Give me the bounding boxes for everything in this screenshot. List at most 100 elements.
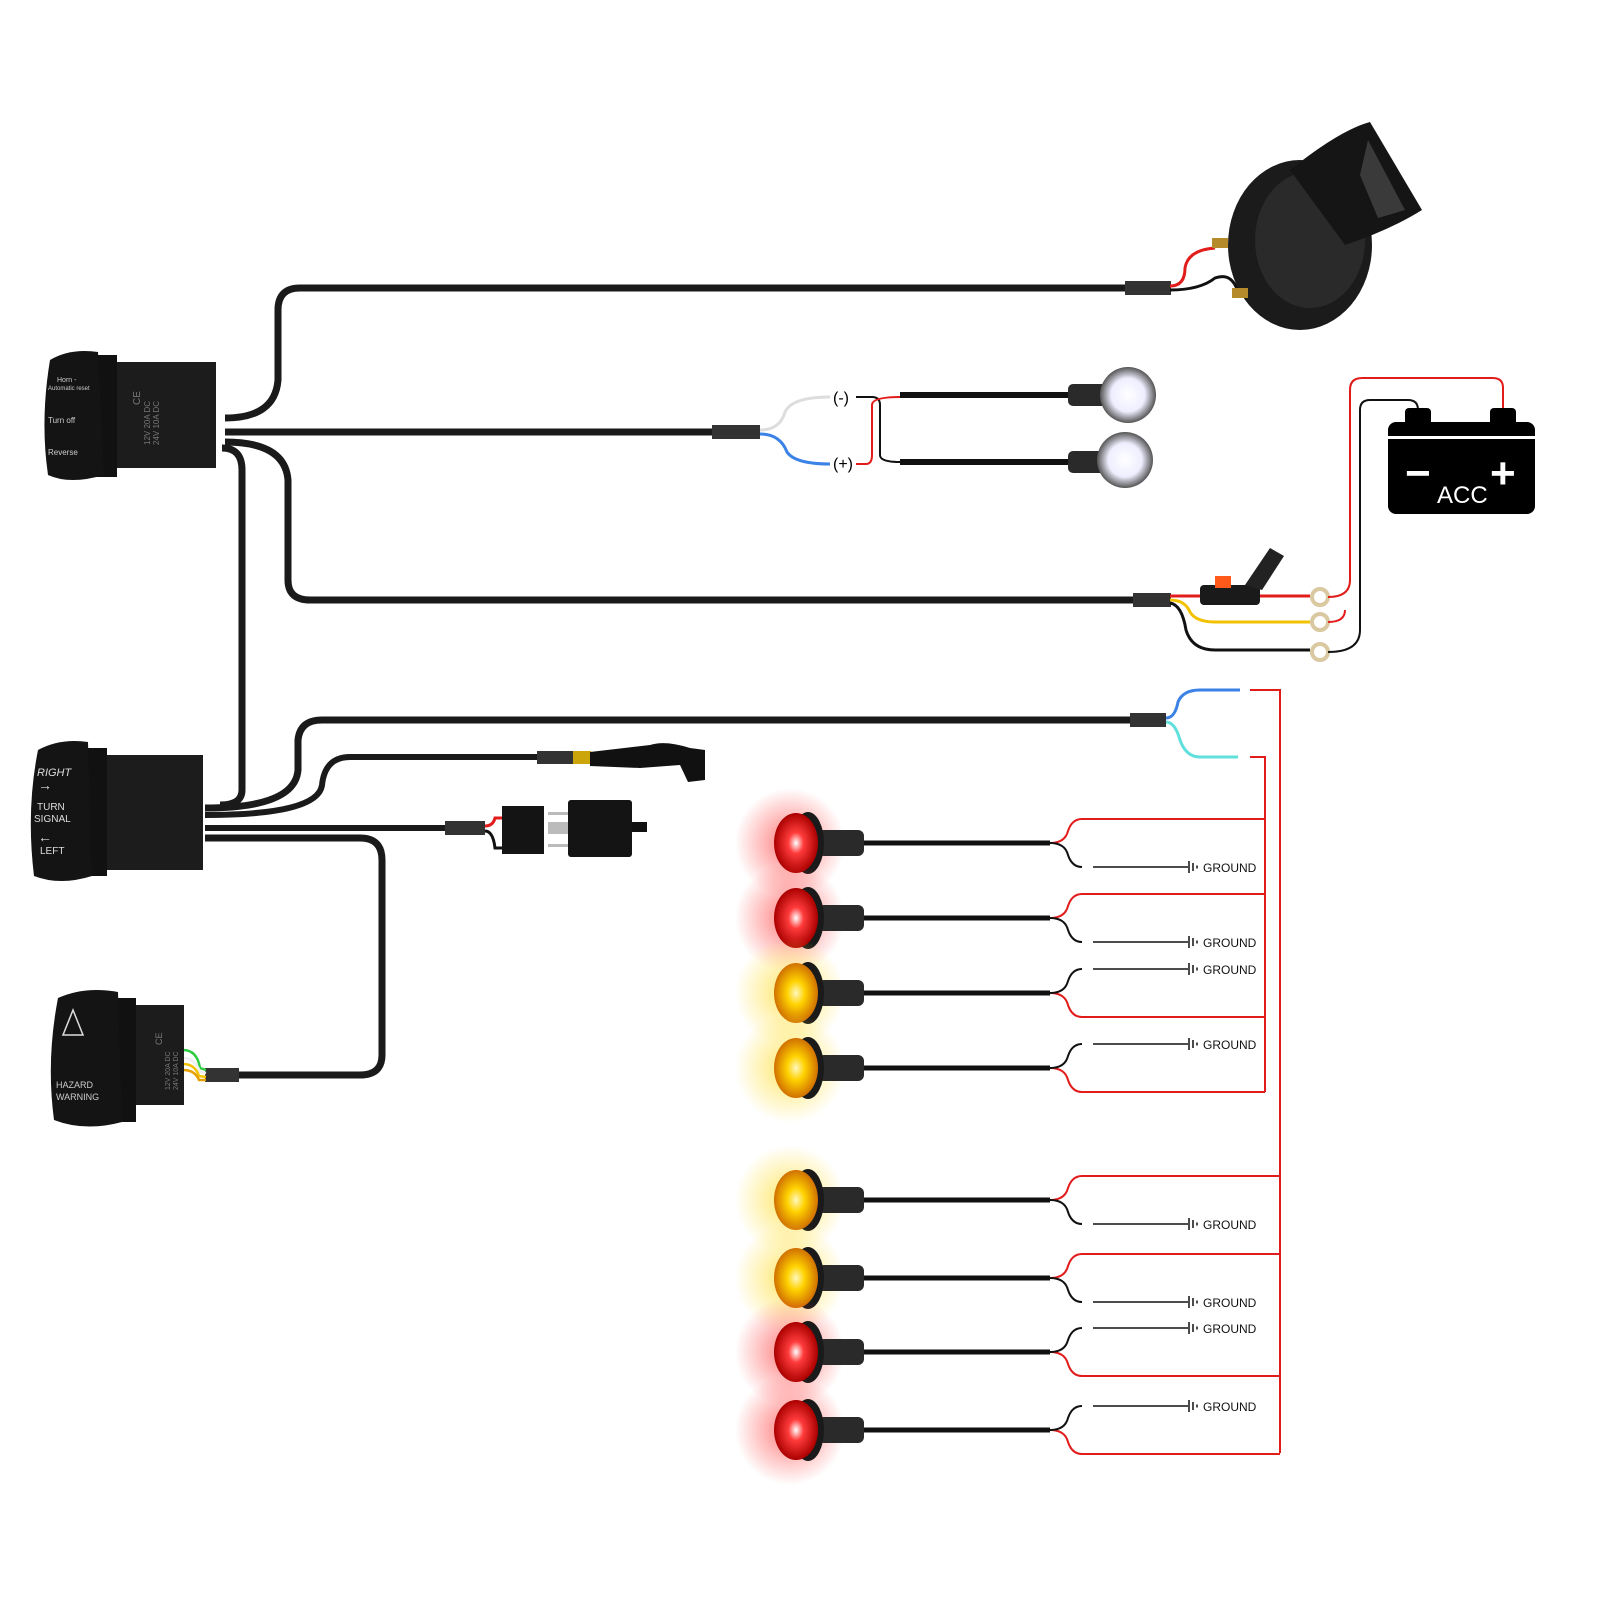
ground-symbol-icon [1188,1038,1198,1050]
turn-signal-switch [30,741,203,881]
led-wire-red [1049,1067,1093,1093]
flasher-wire-black [484,829,503,850]
ground-symbol-icon [1188,1322,1198,1334]
ground-label: GROUND [1203,1218,1257,1232]
led-list: GROUND GROUND GROUND GROUND GROUND GROUND GROU… [735,788,1280,1485]
switch1-text-horn: Horn - [57,377,77,384]
led-lens [774,888,818,948]
light-wires [856,396,901,465]
ground-label: GROUND [1203,963,1257,977]
connector-hazard [205,1068,239,1082]
switch1-ce-mark: CE [132,391,143,405]
white-light-top [1068,367,1156,423]
switch2-text-signal: SIGNAL [34,814,71,825]
red-bus [1250,689,1281,1453]
led-housing [818,1339,864,1365]
switch2-text-left: LEFT [40,846,64,857]
ground-symbol-icon [1188,1400,1198,1412]
wire-power-black [1169,601,1310,652]
led-wire-red [1049,818,1093,844]
svg-text:12V 20A DC: 12V 20A DC [165,1051,172,1090]
connector-power [1133,593,1171,607]
led-wire-red [1049,893,1093,919]
switch2-text-right: RIGHT [37,767,73,779]
cable-horn [224,284,1130,422]
ground-label: GROUND [1203,1038,1257,1052]
wire-white [759,395,831,432]
battery-wire-red [1327,377,1504,598]
ground-label: GROUND [1203,1322,1257,1336]
hazard-triangle-icon [61,1007,85,1036]
wire-blue [759,432,831,466]
wire-horn-black [1169,275,1240,293]
hazard-switch [50,990,184,1127]
connector-turn-front [1130,713,1166,727]
led-housing [818,1265,864,1291]
cable-switch-link [219,444,246,809]
led-lens [774,1400,818,1460]
ring-terminals [1310,587,1330,662]
ground-label: GROUND [1203,936,1257,950]
led-wire-red [1049,1253,1093,1279]
led-wire-red [1049,992,1093,1018]
flasher-relay [568,800,632,857]
led-wire-black [1049,968,1083,994]
connector-flasher [445,821,485,835]
ground-symbol-icon [1188,936,1198,948]
switch2-arrow-left: ← [38,829,52,845]
ground-symbol-icon [1188,861,1198,873]
switch3-ce-mark: CE [154,1032,164,1045]
ground-label: GROUND [1203,861,1257,875]
led-7: GROUND [735,1297,1280,1407]
switch3-rating: 12V 20A DC 24V 10A DC [165,1051,180,1090]
wire-turn-cyan [1165,720,1238,759]
wire-turn-blue [1165,688,1240,720]
ground-label: GROUND [1203,1400,1257,1414]
led-housing [818,830,864,856]
hazard-wires [182,1048,207,1082]
flasher-socket [502,806,544,854]
ground-symbol-icon [1188,1218,1198,1230]
led-wire-black [1049,1043,1083,1069]
led-wire-black [1049,842,1083,868]
ground-label: GROUND [1203,1296,1257,1310]
switch1-text-off: Turn off [48,416,76,425]
wire-power-yellow [1169,598,1310,624]
horn [1212,122,1422,330]
battery-plus: + [1490,449,1516,498]
switch3-text-hazard: HAZARD [56,1080,94,1090]
led-housing [818,1417,864,1443]
led-lens [774,813,818,873]
white-light-bottom [1068,432,1153,488]
svg-text:24V 10A DC: 24V 10A DC [173,1051,180,1090]
led-wire-black [1049,1405,1083,1431]
led-8: GROUND [735,1375,1280,1485]
connector-lights [712,425,760,439]
led-wire-red [1049,1351,1093,1377]
led-housing [818,980,864,1006]
led-lens [774,1248,818,1308]
led-lens [774,963,818,1023]
ground-symbol-icon [1188,1296,1198,1308]
led-wire-black [1049,1327,1083,1353]
horn-reverse-switch [44,351,216,480]
inline-fuse-holder [1200,548,1284,605]
flasher-wire-red [484,816,503,828]
led-4: GROUND [735,1013,1265,1123]
svg-text:24V 10A DC: 24V 10A DC [152,401,161,445]
flasher-pins [548,812,568,847]
plug-wires [573,751,591,764]
led-housing [818,1055,864,1081]
led-housing [818,905,864,931]
battery-wire-black [1327,399,1419,653]
connector-horn [1125,281,1171,295]
battery-minus: − [1405,449,1431,498]
battery-label: ACC [1437,482,1488,509]
led-wire-red [1049,1175,1093,1201]
switch2-text-turn: TURN [37,802,65,813]
led-wire-black [1049,917,1083,943]
led-housing [818,1187,864,1213]
battery-icon [1388,408,1535,514]
led-lens [774,1170,818,1230]
